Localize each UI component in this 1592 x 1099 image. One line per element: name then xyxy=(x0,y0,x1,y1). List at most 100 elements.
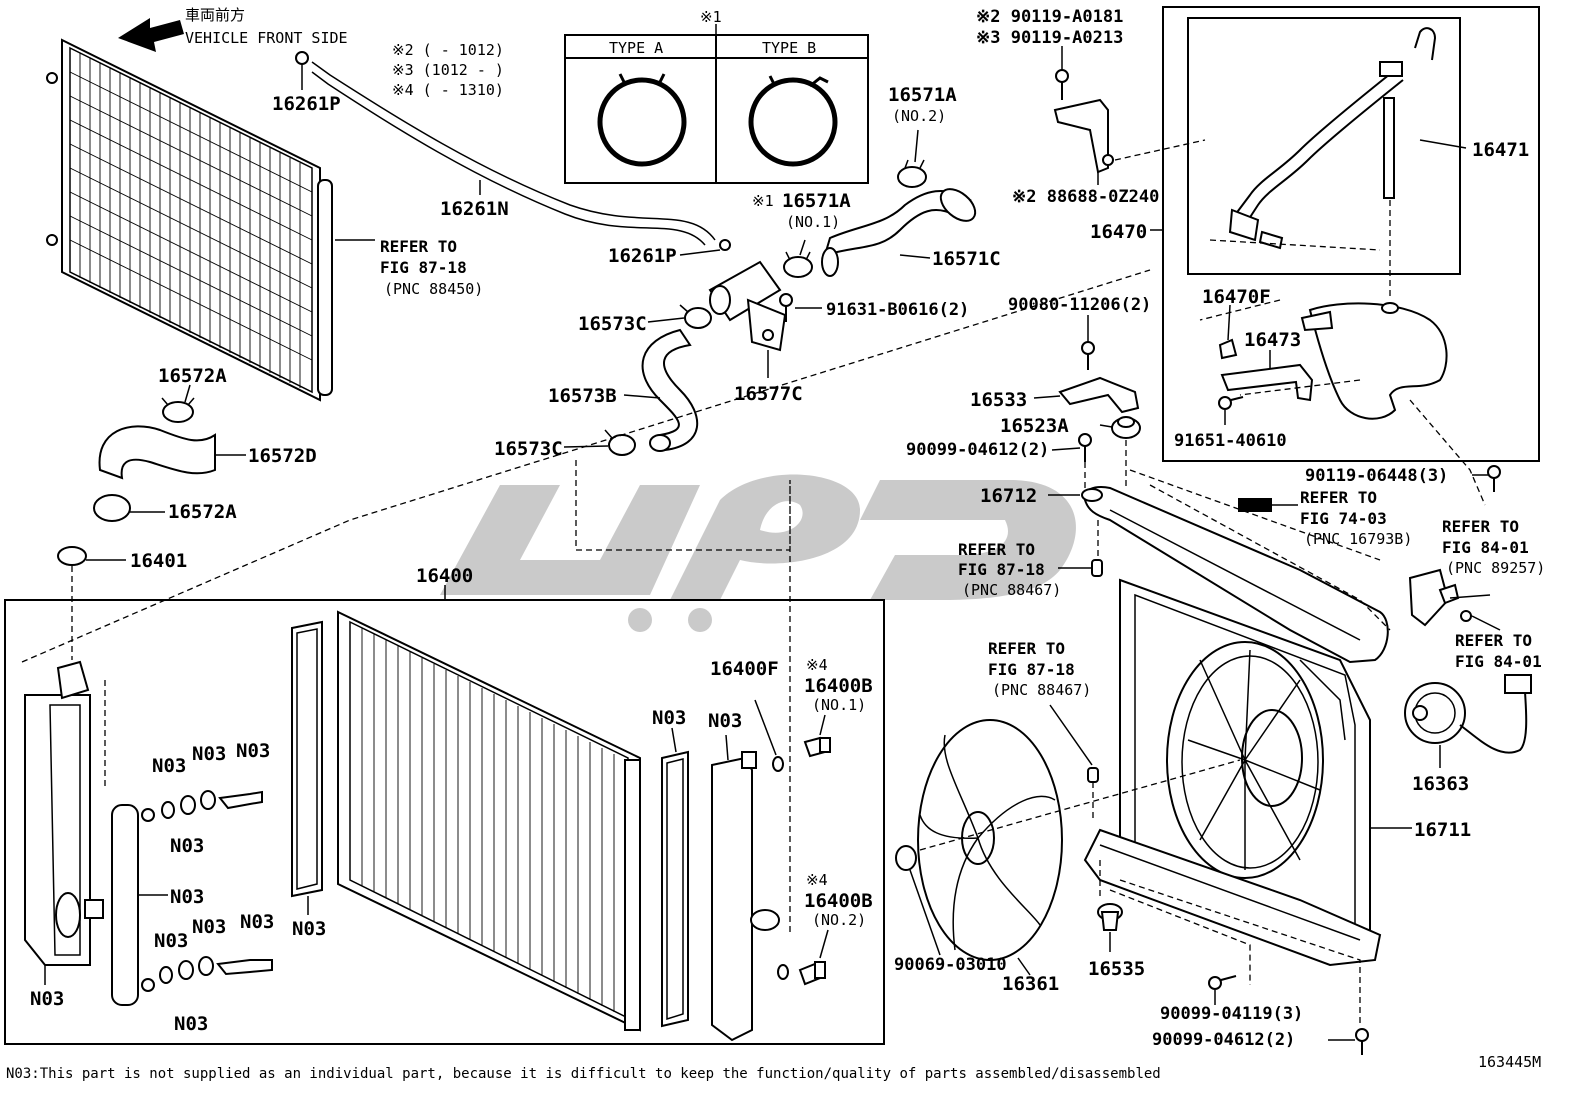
bolt-91651-icon xyxy=(1218,396,1244,410)
radiator-cap-16401-icon xyxy=(57,546,87,566)
clamp-type-a-label: TYPE A xyxy=(609,39,663,57)
part-16400B-no1: 16400B xyxy=(804,675,873,697)
ref-label-74-03-l1: REFER TO xyxy=(1300,488,1377,507)
n03-seal-c: N03 xyxy=(236,740,270,762)
radiator-gasket-right xyxy=(661,750,689,1028)
bolt-note-3: ※2 88688-0Z240 xyxy=(1012,187,1159,207)
radiator-left-tank xyxy=(24,660,104,966)
seal-stack-top xyxy=(161,790,263,819)
hose-16573B xyxy=(641,328,699,452)
bolt-90099-04119-icon xyxy=(1208,975,1237,990)
water-outlet-16577C xyxy=(708,260,787,352)
clamp-16573C-bottom-icon xyxy=(604,429,636,456)
part-16572A-top: 16572A xyxy=(158,365,227,387)
n03-pipe: N03 xyxy=(170,886,204,908)
cushion-16523A-icon xyxy=(1111,416,1141,439)
part-16473: 16473 xyxy=(1244,329,1301,351)
vehicle-front-arrow-icon xyxy=(118,18,184,52)
part-90119: 90119-06448(3) xyxy=(1305,466,1448,486)
part-16400B-no2: 16400B xyxy=(804,890,873,912)
part-16533: 16533 xyxy=(970,389,1027,411)
ref-label-74-03-l2: FIG 74-03 xyxy=(1300,509,1387,528)
part-16470F: 16470F xyxy=(1202,286,1271,308)
radiator-gasket-left xyxy=(291,620,323,898)
clamp-type-b-icon xyxy=(748,75,838,167)
upper-shroud-16712 xyxy=(1081,486,1389,664)
n03-seal-h: N03 xyxy=(174,1013,208,1035)
part-16571A-no1: 16571A xyxy=(782,190,851,212)
o-ring-16400F-icon xyxy=(772,756,784,772)
ref-74-03-tag xyxy=(1238,498,1272,512)
n03-seal-g: N03 xyxy=(240,911,274,933)
part-16261P: 16261P xyxy=(608,245,677,267)
part-16400F: 16400F xyxy=(710,658,779,680)
hose-note-3: ※4 ( - 1310) xyxy=(392,81,504,99)
clamp-16571A-no1-icon xyxy=(783,251,813,278)
vehicle-front-en: VEHICLE FRONT SIDE xyxy=(185,29,348,47)
reservoir-outer-box xyxy=(1162,6,1540,462)
part-16400B-no2-sub: (NO.2) xyxy=(812,911,866,929)
clamp-16572A-bottom-icon xyxy=(93,494,131,522)
ref-label-88467-b-l2: FIG 87-18 xyxy=(988,660,1075,679)
n03-seal-a: N03 xyxy=(152,755,186,777)
upper-hose-16261N xyxy=(295,51,731,251)
radiator-right-tank xyxy=(711,751,780,1042)
bracket-16533-icon xyxy=(1058,376,1140,414)
hose-note-1: ※2 ( - 1012) xyxy=(392,41,504,59)
n03-seal-e: N03 xyxy=(154,930,188,952)
ref-label-88467-a-l2: FIG 87-18 xyxy=(958,560,1045,579)
part-90099-mid: 90099-04119(3) xyxy=(1160,1004,1303,1024)
ref-label-88467-a-l3: (PNC 88467) xyxy=(962,581,1061,599)
part-16470: 16470 xyxy=(1090,221,1147,243)
part-16261P-top: 16261P xyxy=(272,93,341,115)
ref-label-89257-l1: REFER TO xyxy=(1442,517,1519,536)
cooling-fan-16361 xyxy=(917,719,1063,961)
radiator-assembly-box xyxy=(4,599,885,1045)
radiator-side-pipe xyxy=(111,804,155,1006)
part-91651: 91651-40610 xyxy=(1174,431,1287,451)
diagram-code: 163445M xyxy=(1478,1053,1541,1071)
part-16400B-no2-marker: ※4 xyxy=(806,871,828,889)
hose-16571C xyxy=(821,188,977,277)
bolt-91631-icon xyxy=(779,293,793,322)
hose-note-2: ※3 (1012 - ) xyxy=(392,61,504,79)
part-16400B-no1-marker: ※4 xyxy=(806,656,828,674)
part-91631: 91631-B0616(2) xyxy=(826,300,969,320)
footer-note: N03:This part is not supplied as an indi… xyxy=(6,1066,1161,1082)
bolt-90080-icon xyxy=(1081,341,1095,370)
ref-label-88467-b-l1: REFER TO xyxy=(988,639,1065,658)
clamp-type-legend xyxy=(564,34,869,184)
part-16401: 16401 xyxy=(130,550,187,572)
bracket-16473-icon xyxy=(1220,363,1314,402)
ref-label-89257-l2: FIG 84-01 xyxy=(1442,538,1529,557)
part-90099-bot: 90099-04612(2) xyxy=(1152,1030,1295,1050)
part-16535: 16535 xyxy=(1088,958,1145,980)
reservoir-hose-box xyxy=(1187,17,1461,275)
n03-seal-b: N03 xyxy=(192,743,226,765)
clamp-type-b-label: TYPE B xyxy=(762,39,816,57)
n03-seal-d: N03 xyxy=(170,835,204,857)
n03-gasket-left: N03 xyxy=(292,918,326,940)
part-16573C-bottom: 16573C xyxy=(494,438,563,460)
clamp-type-a-icon xyxy=(597,73,687,167)
clip-16470F-icon xyxy=(1218,338,1238,360)
part-16261N: 16261N xyxy=(440,198,509,220)
reservoir-tank-16470 xyxy=(1300,302,1448,420)
bolt-90119-right-icon xyxy=(1487,465,1501,492)
part-16577C: 16577C xyxy=(734,383,803,405)
part-16571C: 16571C xyxy=(932,248,1001,270)
fan-motor-16363 xyxy=(1404,674,1532,754)
fan-shroud-16711 xyxy=(1083,578,1382,967)
ref-label-74-03-l3: (PNC 16793B) xyxy=(1304,530,1412,548)
part-90080: 90080-11206(2) xyxy=(1008,295,1151,315)
part-16572D: 16572D xyxy=(248,445,317,467)
part-16523A: 16523A xyxy=(1000,415,1069,437)
bolt-note-1: ※2 90119-A0181 xyxy=(976,7,1123,27)
clamp-16573C-top-icon xyxy=(679,304,712,329)
ref-label-84-01-l1: REFER TO xyxy=(1455,631,1532,650)
bracket-88688-icon xyxy=(1053,98,1114,174)
ref-label-88450-l1: REFER TO xyxy=(380,237,457,256)
part-16400B-no1-sub: (NO.1) xyxy=(812,696,866,714)
bolt-note-2: ※3 90119-A0213 xyxy=(976,28,1123,48)
